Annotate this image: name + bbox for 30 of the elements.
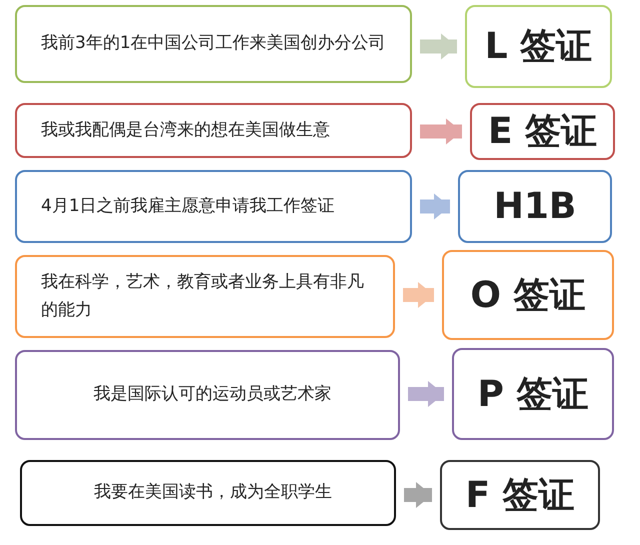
visa-box bbox=[458, 170, 612, 243]
condition-box bbox=[15, 255, 395, 338]
condition-box bbox=[15, 170, 412, 243]
arrow bbox=[420, 118, 462, 144]
condition-text: 我或我配偶是台湾来的想在美国做生意 bbox=[41, 118, 331, 142]
visa-box bbox=[440, 460, 600, 530]
visa-type: O 签证 bbox=[470, 274, 586, 318]
condition-box bbox=[20, 460, 396, 526]
condition-box bbox=[15, 350, 400, 440]
condition-box bbox=[15, 5, 412, 83]
condition-text: 4月1日之前我雇主愿意申请我工作签证 bbox=[41, 194, 336, 218]
condition-box bbox=[15, 103, 412, 158]
arrow bbox=[420, 194, 450, 220]
condition-text: 我前3年的1在中国公司工作来美国创办分公司 bbox=[41, 32, 387, 56]
arrow bbox=[408, 381, 444, 407]
arrow bbox=[403, 282, 434, 308]
visa-type: H1B bbox=[494, 186, 576, 227]
arrow bbox=[420, 34, 457, 60]
condition-text: 我是国际认可的运动员或艺术家 bbox=[92, 383, 332, 406]
arrow bbox=[404, 482, 432, 508]
condition-text: 我要在美国读书，成为全职学生 bbox=[93, 481, 333, 504]
condition-text: 我在科学，艺术，教育或者业务上具有非凡的能力 bbox=[41, 271, 365, 322]
visa-type: E 签证 bbox=[488, 110, 598, 154]
visa-box bbox=[470, 103, 615, 160]
visa-type: L 签证 bbox=[484, 25, 592, 69]
visa-type: P 签证 bbox=[478, 372, 588, 416]
visa-type: F 签证 bbox=[465, 474, 575, 518]
visa-box bbox=[465, 5, 612, 88]
visa-box bbox=[442, 250, 614, 340]
visa-box bbox=[452, 348, 614, 440]
